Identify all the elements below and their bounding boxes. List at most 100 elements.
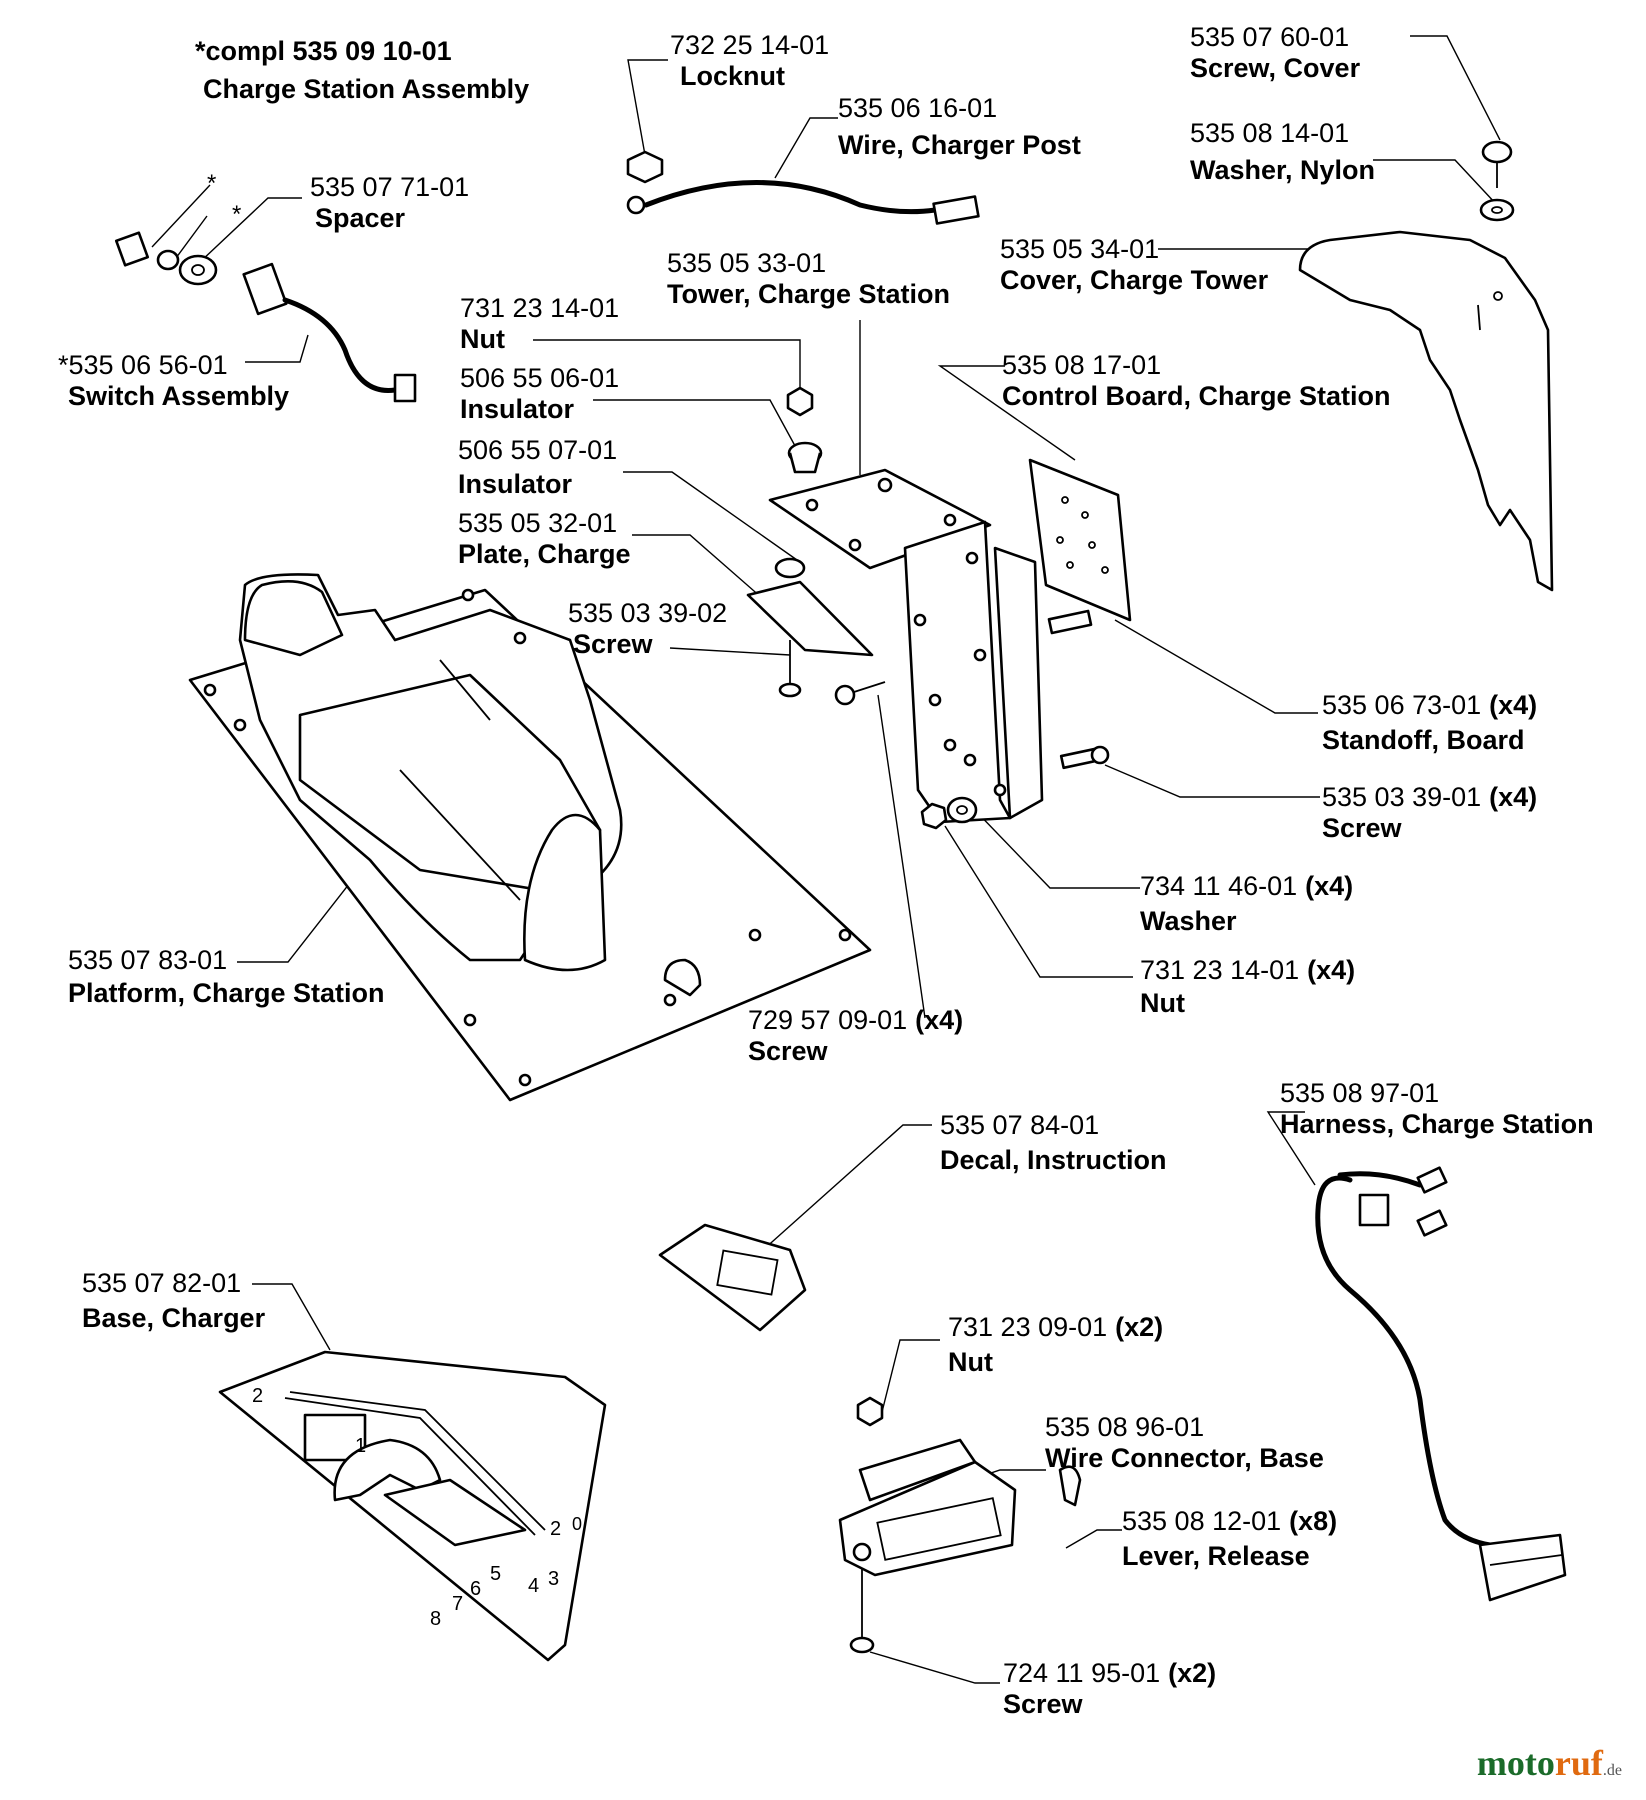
base-marking-5: 5 <box>490 1563 501 1585</box>
tower-charge-station-drawing <box>768 468 1044 824</box>
part-name: Screw <box>748 1036 828 1066</box>
part-label-wire-connector-base[interactable]: 535 08 96-01 Wire Connector, Base <box>1045 1412 1324 1474</box>
part-quantity: (x4) <box>1489 690 1538 720</box>
base-marking-2a: 2 <box>252 1385 263 1407</box>
part-name: Plate, Charge <box>458 539 631 569</box>
part-label-switch-assembly[interactable]: *535 06 56-01 Switch Assembly <box>58 350 289 412</box>
part-label-washer-nylon[interactable]: 535 08 14-01 Washer, Nylon <box>1190 118 1375 186</box>
part-label-base-charger[interactable]: 535 07 82-01 Base, Charger <box>82 1268 265 1334</box>
part-number: 535 06 73-01 <box>1322 690 1482 720</box>
cover-charge-tower-drawing <box>1298 230 1554 592</box>
platform-charge-station-drawing <box>188 573 872 1102</box>
part-number: 535 05 34-01 <box>1000 234 1160 264</box>
part-number: 506 55 06-01 <box>460 363 620 393</box>
control-board-drawing <box>1028 458 1132 622</box>
base-marking-0: 0 <box>572 1514 582 1534</box>
part-name: Base, Charger <box>82 1303 266 1333</box>
wire-connector-base-drawing <box>838 1438 1082 1577</box>
part-number: 535 03 39-01 <box>1322 782 1482 812</box>
part-quantity: (x8) <box>1289 1506 1338 1536</box>
part-number: 731 23 14-01 <box>460 293 620 323</box>
part-quantity: (x4) <box>915 1005 964 1035</box>
part-name: Control Board, Charge Station <box>1002 381 1391 411</box>
part-number: 535 03 39-02 <box>568 598 728 628</box>
part-label-nut-lower[interactable]: 731 23 14-01(x4) Nut <box>1140 955 1355 1019</box>
part-name: Standoff, Board <box>1322 725 1525 755</box>
part-name: Insulator <box>460 394 575 424</box>
part-label-harness[interactable]: 535 08 97-01 Harness, Charge Station <box>1280 1078 1594 1140</box>
base-marking-6: 6 <box>470 1578 481 1600</box>
part-number: 535 07 71-01 <box>310 172 470 202</box>
part-label-screw-connector[interactable]: 724 11 95-01(x2) Screw <box>1003 1658 1216 1720</box>
part-name: Harness, Charge Station <box>1280 1109 1594 1139</box>
asterisk-marker-1: * <box>207 170 217 197</box>
part-label-control-board[interactable]: 535 08 17-01 Control Board, Charge Stati… <box>1002 350 1391 412</box>
part-label-decal[interactable]: 535 07 84-01 Decal, Instruction <box>940 1110 1167 1176</box>
part-name: Spacer <box>315 203 406 233</box>
part-name: Nut <box>948 1347 993 1377</box>
part-number: *535 06 56-01 <box>58 350 228 380</box>
part-label-insulator-2[interactable]: 506 55 07-01 Insulator <box>458 435 617 500</box>
part-number: 535 06 16-01 <box>838 93 998 123</box>
part-label-plate-charge[interactable]: 535 05 32-01 Plate, Charge <box>458 508 631 570</box>
hardware-drawing <box>114 140 1515 1654</box>
part-label-locknut[interactable]: 732 25 14-01 Locknut <box>670 30 829 92</box>
watermark-suffix: .de <box>1602 1762 1622 1779</box>
base-marking-8: 8 <box>430 1608 441 1630</box>
part-quantity: (x2) <box>1168 1658 1217 1688</box>
part-name: Nut <box>1140 988 1185 1018</box>
part-label-insulator-1[interactable]: 506 55 06-01 Insulator <box>460 363 619 425</box>
part-label-nut-connector[interactable]: 731 23 09-01(x2) Nut <box>948 1312 1163 1378</box>
part-quantity: (x2) <box>1115 1312 1164 1342</box>
decal-drawing <box>658 1223 807 1332</box>
part-name: Lever, Release <box>1122 1541 1310 1571</box>
part-label-cover-charge-tower[interactable]: 535 05 34-01 Cover, Charge Tower <box>1000 234 1268 296</box>
part-label-platform[interactable]: 535 07 83-01 Platform, Charge Station <box>68 945 385 1009</box>
part-label-nut-top[interactable]: 731 23 14-01 Nut <box>460 293 619 355</box>
part-name: Washer, Nylon <box>1190 155 1376 185</box>
part-name: Wire, Charger Post <box>838 130 1081 160</box>
part-name: Screw, Cover <box>1190 53 1361 83</box>
part-name: Nut <box>460 324 505 354</box>
part-label-lever-release[interactable]: 535 08 12-01(x8) Lever, Release <box>1122 1506 1337 1572</box>
part-number: 535 07 60-01 <box>1190 22 1350 52</box>
assembly-title-number: *compl 535 09 10-01 <box>195 36 452 66</box>
part-name: Platform, Charge Station <box>68 978 385 1008</box>
part-number: 535 08 17-01 <box>1002 350 1162 380</box>
part-label-screw-plate[interactable]: 535 03 39-02 Screw <box>568 598 727 660</box>
part-quantity: (x4) <box>1489 782 1538 812</box>
part-name: Decal, Instruction <box>940 1145 1167 1175</box>
part-name: Screw <box>1003 1689 1083 1719</box>
base-marking-4: 4 <box>528 1575 539 1597</box>
part-number: 535 05 32-01 <box>458 508 618 538</box>
part-label-standoff-board[interactable]: 535 06 73-01(x4) Standoff, Board <box>1322 690 1537 756</box>
base-marking-1: 1 <box>355 1435 366 1457</box>
part-number: 732 25 14-01 <box>670 30 830 60</box>
watermark-logo: motoruf.de <box>1477 1742 1622 1784</box>
part-number: 535 07 84-01 <box>940 1110 1100 1140</box>
harness-drawing <box>1315 1166 1567 1602</box>
part-label-screw-platform[interactable]: 729 57 09-01(x4) Screw <box>748 1005 963 1067</box>
part-number: 535 08 96-01 <box>1045 1412 1205 1442</box>
part-number: 535 07 82-01 <box>82 1268 242 1298</box>
part-label-screw-cover[interactable]: 535 07 60-01 Screw, Cover <box>1190 22 1360 84</box>
part-name: Screw <box>573 629 653 659</box>
part-name: Locknut <box>680 61 785 91</box>
part-label-screw-board[interactable]: 535 03 39-01(x4) Screw <box>1322 782 1537 844</box>
part-name: Wire Connector, Base <box>1045 1443 1324 1473</box>
part-name: Cover, Charge Tower <box>1000 265 1269 295</box>
part-label-wire-charger-post[interactable]: 535 06 16-01 Wire, Charger Post <box>838 93 1081 161</box>
part-number: 535 08 14-01 <box>1190 118 1350 148</box>
base-charger-drawing: 2 1 2 3 4 5 6 7 8 0 <box>218 1350 607 1662</box>
part-number: 729 57 09-01 <box>748 1005 908 1035</box>
base-marking-3: 3 <box>548 1568 559 1590</box>
base-marking-2b: 2 <box>550 1518 561 1540</box>
assembly-title-name: Charge Station Assembly <box>203 74 530 104</box>
part-label-washer[interactable]: 734 11 46-01(x4) Washer <box>1140 871 1353 937</box>
part-label-spacer[interactable]: 535 07 71-01 Spacer <box>310 172 469 234</box>
part-name: Switch Assembly <box>68 381 290 411</box>
part-name: Screw <box>1322 813 1402 843</box>
part-label-tower-charge-station[interactable]: 535 05 33-01 Tower, Charge Station <box>667 248 950 310</box>
part-number: 535 08 97-01 <box>1280 1078 1440 1108</box>
part-name: Washer <box>1140 906 1237 936</box>
